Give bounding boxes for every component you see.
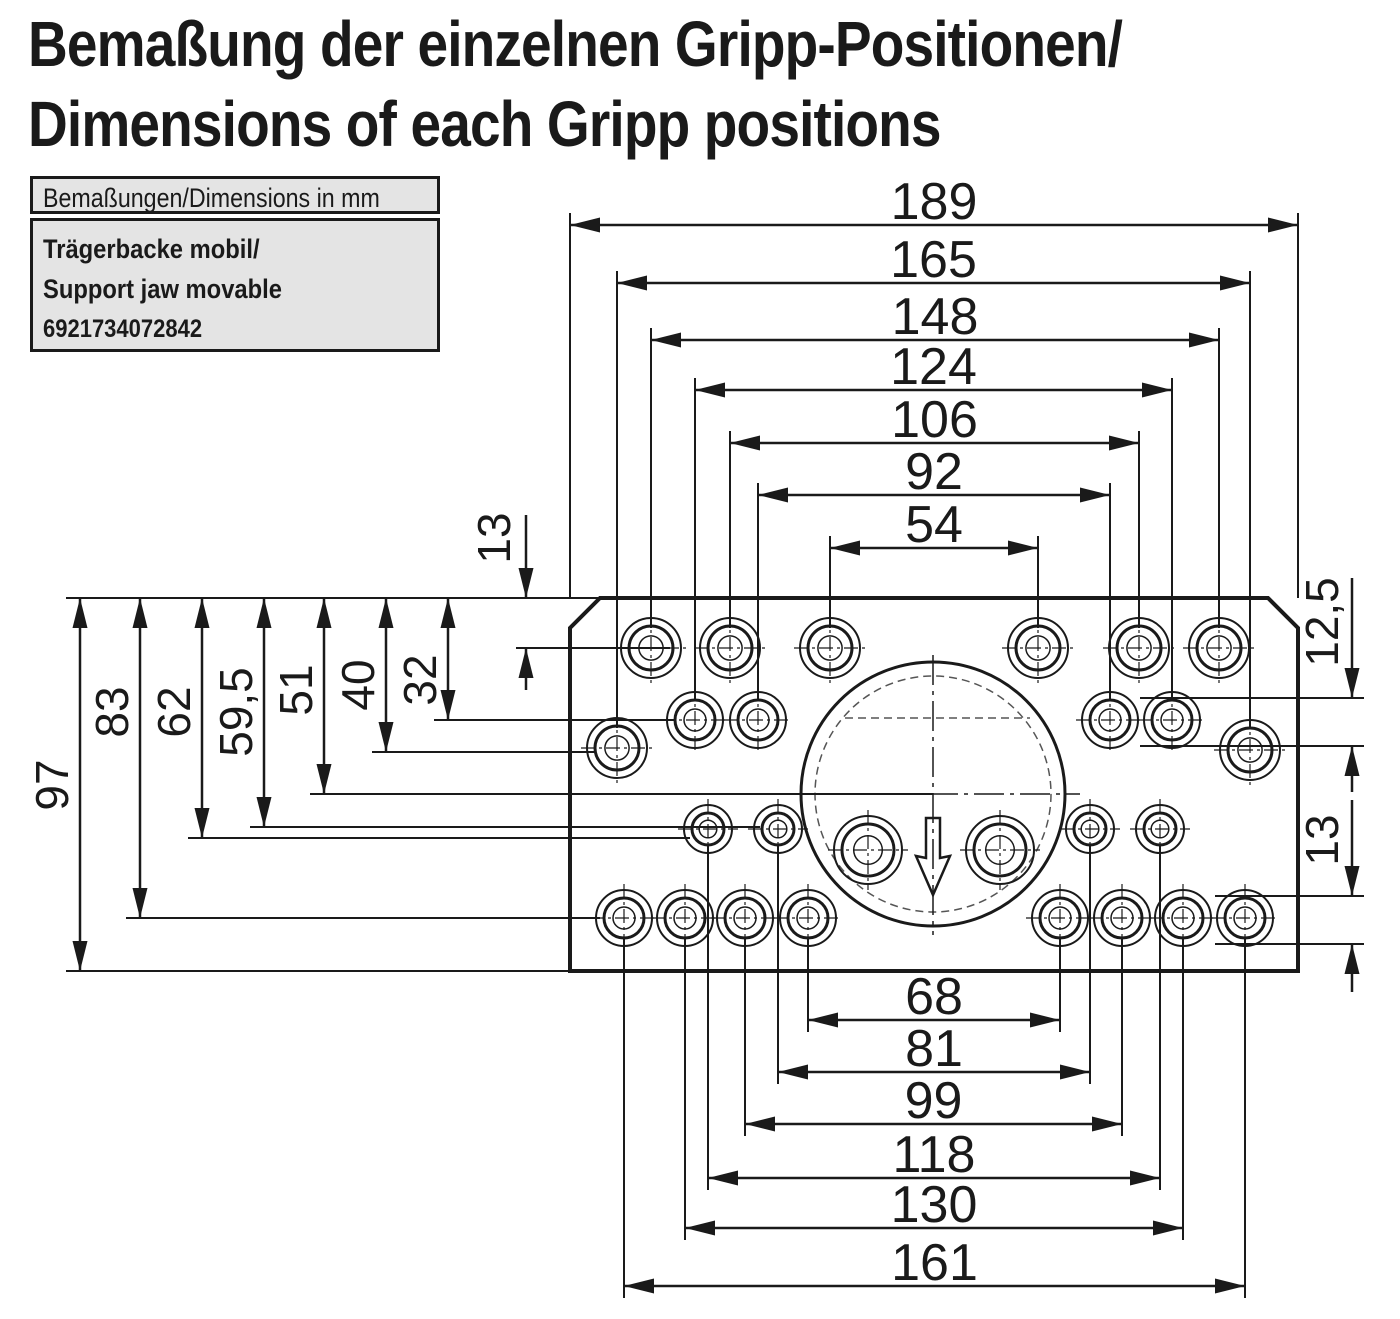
dim-bottom-label: 130: [891, 1176, 978, 1234]
plate-outline: [568, 596, 1300, 973]
dimension-labels: 189 165 148 124 106 92 54 68 81 99 118 1…: [26, 173, 1348, 1292]
dim-left-label: 59,5: [210, 667, 262, 757]
dimension-lines: [66, 213, 1364, 1298]
part-number: 6921734072842: [43, 315, 203, 343]
dim-left-label: 40: [332, 659, 384, 710]
hole-inner: [1025, 635, 1051, 661]
dim-left-label: 62: [148, 686, 200, 737]
dim-top-label: 92: [905, 443, 963, 501]
dim-bottom-label: 161: [891, 1234, 978, 1292]
dim-top-label: 124: [890, 338, 977, 396]
dim-right-label: 12,5: [1296, 577, 1348, 667]
units-label-box: Bemaßungen/Dimensions in mm: [30, 176, 440, 214]
hole-inner: [817, 635, 843, 661]
hole-inner: [1126, 635, 1152, 661]
dim-bottom-label: 68: [905, 968, 963, 1026]
direction-arrow: [913, 816, 953, 899]
dim-left-label: 83: [86, 686, 138, 737]
dim-bottom-label: 118: [893, 1126, 976, 1184]
dim-left-label: 13: [468, 512, 520, 563]
dim-left-label: 97: [26, 759, 78, 810]
dim-right-label: 13: [1296, 814, 1348, 865]
dim-top-label: 189: [891, 173, 978, 231]
dim-top-label: 148: [892, 288, 979, 346]
dim-bottom-label: 81: [905, 1020, 963, 1078]
part-name-de: Trägerbacke mobil/: [43, 234, 260, 264]
dim-top-label: 165: [890, 231, 977, 289]
dim-left-label: 51: [270, 664, 322, 715]
info-box: Bemaßungen/Dimensions in mm Trägerbacke …: [30, 176, 440, 352]
dim-left-label: 32: [394, 654, 446, 705]
dim-top-label: 54: [905, 496, 963, 554]
title-line-1: Bemaßung der einzelnen Gripp-Positionen/: [28, 8, 1123, 80]
hole-inner: [1206, 635, 1232, 661]
title-line-2: Dimensions of each Gripp positions: [28, 88, 942, 160]
hole-inner: [717, 635, 743, 661]
part-box: Trägerbacke mobil/ Support jaw movable 6…: [30, 218, 440, 352]
units-label: Bemaßungen/Dimensions in mm: [43, 183, 380, 213]
dim-bottom-label: 99: [905, 1072, 963, 1130]
hole-inner: [604, 735, 630, 761]
part-name-en: Support jaw movable: [43, 274, 282, 304]
hole-inner: [1237, 737, 1263, 763]
dim-top-label: 106: [891, 391, 978, 449]
